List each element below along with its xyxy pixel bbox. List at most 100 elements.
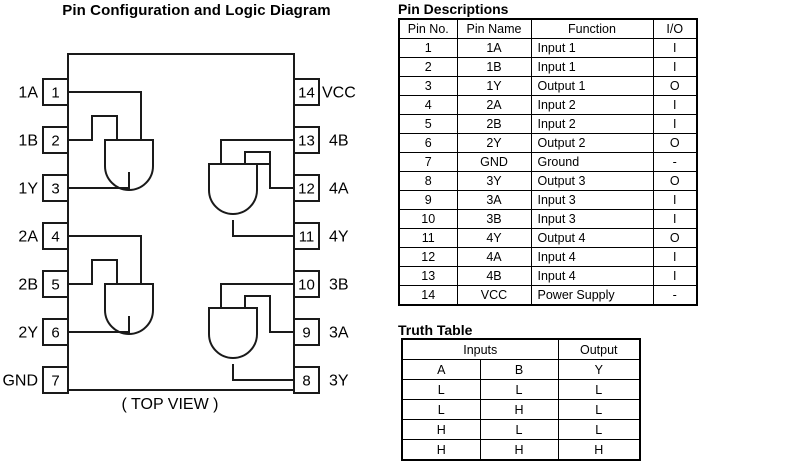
column-header-b: B xyxy=(479,359,559,380)
truth-table-title: Truth Table xyxy=(398,322,473,338)
pin-label-4B: 4B xyxy=(329,133,349,150)
cell-pin-no: 4 xyxy=(398,95,458,115)
cell-pin-no: 6 xyxy=(398,133,458,153)
column-header-y: Y xyxy=(557,359,641,380)
cell-pin-name: 2B xyxy=(456,114,532,134)
cell-pin-name: 1B xyxy=(456,57,532,77)
cell-function: Input 3 xyxy=(530,190,654,210)
pin-number-4: 4 xyxy=(51,229,59,246)
cell-io: O xyxy=(652,228,698,248)
cell-a: L xyxy=(401,399,481,420)
pin-number-9: 9 xyxy=(302,325,310,342)
cell-pin-name: 4A xyxy=(456,247,532,267)
cell-function: Output 2 xyxy=(530,133,654,153)
pin-label-3A: 3A xyxy=(329,325,349,342)
chip-body-outline xyxy=(67,53,295,391)
cell-pin-no: 3 xyxy=(398,76,458,96)
cell-io: I xyxy=(652,38,698,58)
pin-label-2Y: 2Y xyxy=(18,325,38,342)
cell-pin-name: 3Y xyxy=(456,171,532,191)
gate-3-input-a-wire xyxy=(220,283,294,308)
cell-io: - xyxy=(652,285,698,306)
pin-number-8: 8 xyxy=(302,373,310,390)
cell-io: I xyxy=(652,57,698,77)
column-header-io: I/O xyxy=(652,18,698,39)
gate-4-input-b-wire2 xyxy=(244,151,271,188)
cell-pin-no: 8 xyxy=(398,171,458,191)
page-title: Pin Configuration and Logic Diagram xyxy=(62,2,331,19)
cell-function: Power Supply xyxy=(530,285,654,306)
gate-2-input-b-wire xyxy=(68,259,118,285)
cell-io: I xyxy=(652,266,698,286)
pin-label-VCC: VCC xyxy=(322,85,356,102)
gate-4-input-a-wire xyxy=(220,139,294,164)
cell-function: Input 2 xyxy=(530,114,654,134)
pin-number-10: 10 xyxy=(298,277,315,294)
pin-number-3: 3 xyxy=(51,181,59,198)
cell-pin-no: 1 xyxy=(398,38,458,58)
pin-label-1B: 1B xyxy=(18,133,38,150)
column-header-pin-name: Pin Name xyxy=(456,18,532,39)
gate-1-input-a-wire xyxy=(68,91,142,140)
pin-label-2A: 2A xyxy=(18,229,38,246)
cell-pin-no: 12 xyxy=(398,247,458,267)
group-header-inputs: Inputs xyxy=(401,338,559,360)
column-header-a: A xyxy=(401,359,481,380)
cell-io: I xyxy=(652,247,698,267)
pin-label-1Y: 1Y xyxy=(18,181,38,198)
gate-3-input-b-wire xyxy=(244,295,294,333)
cell-pin-name: 1A xyxy=(456,38,532,58)
cell-b: L xyxy=(479,419,559,440)
pin-label-4Y: 4Y xyxy=(329,229,349,246)
cell-io: - xyxy=(652,152,698,172)
gate-3-and-body xyxy=(208,307,258,359)
cell-pin-name: 3A xyxy=(456,190,532,210)
cell-pin-no: 5 xyxy=(398,114,458,134)
pin-number-14: 14 xyxy=(298,85,315,102)
cell-b: H xyxy=(479,399,559,420)
gate-1-output-wire xyxy=(68,172,130,189)
cell-function: Input 2 xyxy=(530,95,654,115)
cell-y: H xyxy=(557,439,641,461)
pin-number-7: 7 xyxy=(51,373,59,390)
pin-number-13: 13 xyxy=(298,133,315,150)
pin-box-7 xyxy=(42,366,69,394)
cell-y: L xyxy=(557,379,641,400)
cell-y: L xyxy=(557,399,641,420)
cell-function: Input 1 xyxy=(530,38,654,58)
pin-number-1: 1 xyxy=(51,85,59,102)
gate-2-and-body xyxy=(104,283,154,335)
pin-configuration-panel: Pin Configuration and Logic Diagram xyxy=(0,0,393,452)
pin-number-6: 6 xyxy=(51,325,59,342)
gate-1-input-b-wire xyxy=(68,115,118,141)
pin-label-2B: 2B xyxy=(18,277,38,294)
cell-pin-name: 4B xyxy=(456,266,532,286)
cell-a: H xyxy=(401,439,481,461)
pin-descriptions-title: Pin Descriptions xyxy=(398,1,509,17)
pin-number-2: 2 xyxy=(51,133,59,150)
pin-number-5: 5 xyxy=(51,277,59,294)
gate-3-output-wire xyxy=(232,364,294,381)
cell-pin-name: VCC xyxy=(456,285,532,306)
cell-pin-no: 14 xyxy=(398,285,458,306)
gate-2-output-wire xyxy=(68,316,130,333)
pin-number-11: 11 xyxy=(299,229,315,246)
gate-1-and-body xyxy=(104,139,154,191)
cell-io: O xyxy=(652,133,698,153)
